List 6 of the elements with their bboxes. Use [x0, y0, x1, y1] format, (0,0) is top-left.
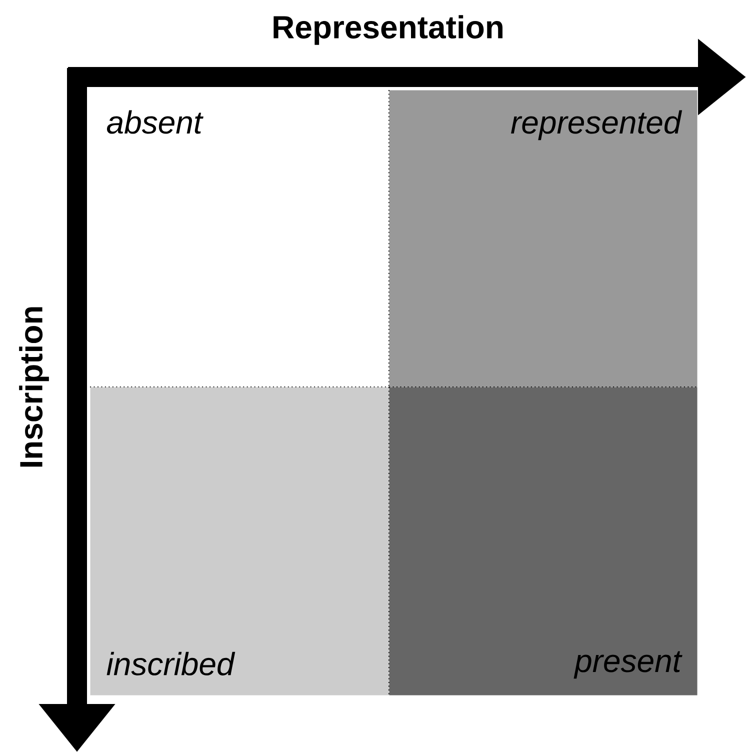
- quadrant-box: inscribed: [90, 387, 390, 696]
- quadrant-box: represented: [389, 90, 698, 388]
- quadrant-box: absent: [90, 90, 390, 388]
- axis-label: Representation: [274, 15, 502, 45]
- axis-label: Inscription: [19, 307, 49, 467]
- quadrant-box: present: [389, 387, 698, 696]
